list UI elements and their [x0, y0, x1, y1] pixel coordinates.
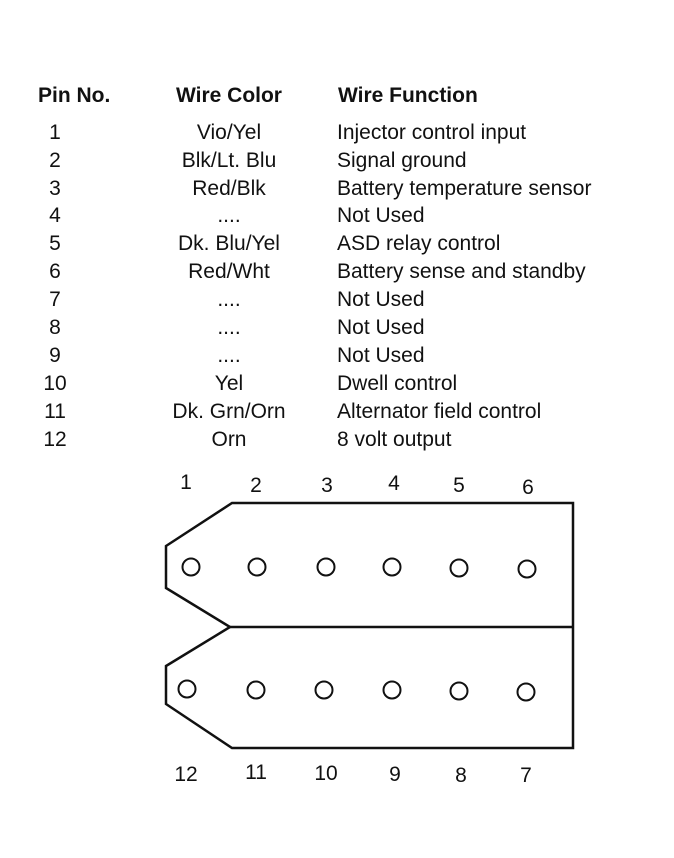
- pin-cavity-7: [516, 682, 536, 702]
- wire-color: ....: [217, 288, 241, 311]
- wire-function: Not Used: [337, 288, 425, 311]
- pin-cavity-2: [247, 557, 267, 577]
- pin-cavity-4: [382, 557, 402, 577]
- pin-cavity-5: [449, 558, 469, 578]
- wire-color: ....: [217, 204, 241, 227]
- pin-label-bottom: 11: [245, 761, 267, 784]
- pin-cavity-10: [314, 680, 334, 700]
- table-row: 11 Dk. Grn/Orn Alternator field control: [0, 400, 674, 428]
- table-row: 12 Orn 8 volt output: [0, 428, 674, 456]
- pin-cavity-3: [316, 557, 336, 577]
- table-row: 6 Red/Wht Battery sense and standby: [0, 260, 674, 288]
- wire-function: Not Used: [337, 316, 425, 339]
- wire-function: Battery sense and standby: [337, 260, 586, 283]
- pin-cavity-6: [517, 559, 537, 579]
- table-row: 8 .... Not Used: [0, 316, 674, 344]
- pin-number: 5: [49, 232, 61, 255]
- pin-number: 10: [43, 372, 67, 395]
- pin-number: 3: [49, 177, 61, 200]
- wire-function: Alternator field control: [337, 400, 542, 423]
- wire-function: 8 volt output: [337, 428, 452, 451]
- pin-label-top: 6: [522, 476, 534, 499]
- wire-color: Orn: [211, 428, 247, 451]
- wire-function: Injector control input: [337, 121, 527, 144]
- pin-number: 11: [44, 400, 66, 423]
- pin-number: 4: [49, 204, 61, 227]
- table-row: 2 Blk/Lt. Blu Signal ground: [0, 149, 674, 177]
- pin-number: 1: [49, 121, 61, 144]
- pin-number: 9: [49, 344, 61, 367]
- wire-color: Red/Blk: [192, 177, 266, 200]
- wire-color: ....: [217, 344, 241, 367]
- pin-label-bottom: 7: [520, 764, 532, 787]
- pin-label-bottom: 10: [314, 762, 337, 785]
- pin-number: 8: [49, 316, 61, 339]
- wire-color: Dk. Blu/Yel: [178, 232, 280, 255]
- table-row: 9 .... Not Used: [0, 344, 674, 372]
- wire-color: ....: [217, 316, 241, 339]
- table-row: 7 .... Not Used: [0, 288, 674, 316]
- wire-color: Yel: [214, 372, 244, 395]
- header-wire-color: Wire Color: [176, 84, 282, 107]
- pin-label-top: 2: [250, 474, 262, 497]
- table-row: 10 Yel Dwell control: [0, 372, 674, 400]
- pin-label-bottom: 8: [455, 764, 467, 787]
- pin-label-top: 3: [321, 474, 333, 497]
- wire-color: Blk/Lt. Blu: [181, 149, 277, 172]
- pin-number: 7: [49, 288, 61, 311]
- pin-cavity-11: [246, 680, 266, 700]
- pin-number: 6: [49, 260, 61, 283]
- wire-function: Not Used: [337, 344, 425, 367]
- pin-label-top: 5: [453, 474, 465, 497]
- pin-label-bottom: 9: [389, 763, 401, 786]
- wire-color: Dk. Grn/Orn: [172, 400, 286, 423]
- wire-function: Not Used: [337, 204, 425, 227]
- wire-function: Signal ground: [337, 149, 467, 172]
- pin-cavity-9: [382, 680, 402, 700]
- wire-function: Battery temperature sensor: [337, 177, 592, 200]
- pin-cavity-1: [181, 557, 201, 577]
- table-row: 5 Dk. Blu/Yel ASD relay control: [0, 232, 674, 260]
- pin-number: 2: [49, 149, 61, 172]
- wire-function: Dwell control: [337, 372, 458, 395]
- table-row: 3 Red/Blk Battery temperature sensor: [0, 177, 674, 205]
- pin-label-top: 4: [388, 472, 400, 495]
- table-row: 4 .... Not Used: [0, 204, 674, 232]
- wire-function: ASD relay control: [337, 232, 501, 255]
- pin-cavity-12: [177, 679, 197, 699]
- table-row: 1 Vio/Yel Injector control input: [0, 121, 674, 149]
- header-pin-no: Pin No.: [38, 84, 111, 107]
- connector-housing: [164, 501, 575, 750]
- pin-cavity-8: [449, 681, 469, 701]
- pin-label-top: 1: [180, 471, 192, 494]
- wire-color: Red/Wht: [188, 260, 270, 283]
- header-wire-function: Wire Function: [338, 84, 478, 107]
- wire-color: Vio/Yel: [196, 121, 262, 144]
- pin-number: 12: [43, 428, 67, 451]
- pin-label-bottom: 12: [174, 763, 197, 786]
